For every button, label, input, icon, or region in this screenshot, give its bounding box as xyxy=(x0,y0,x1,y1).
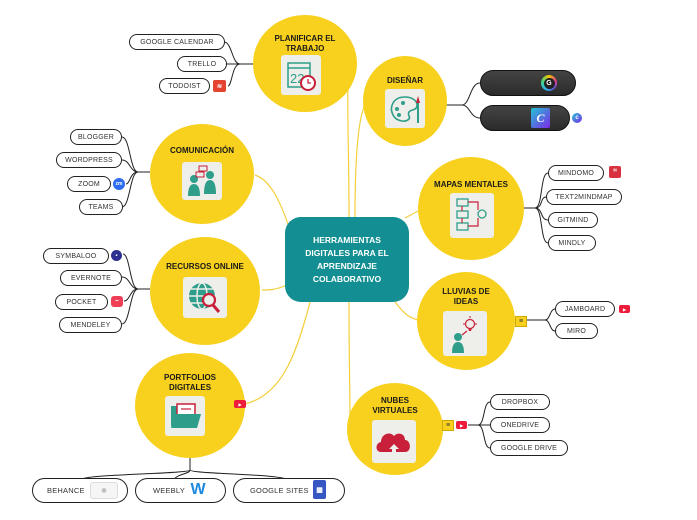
youtube-icon[interactable]: ▶ xyxy=(456,421,467,429)
branch-title: RECURSOS ONLINE xyxy=(166,262,244,271)
branch-nubes[interactable]: NUBES VIRTUALES xyxy=(347,383,443,475)
leaf-text2mindmap[interactable]: TEXT2MINDMAP xyxy=(546,189,622,205)
branch-title: MAPAS MENTALES xyxy=(434,180,508,189)
person-idea-icon xyxy=(443,311,487,356)
leaf-dropbox[interactable]: DROPBOX xyxy=(490,394,550,410)
pocket-logo-icon: ⌣ xyxy=(111,296,123,307)
zoom-logo-icon: zm xyxy=(113,178,125,190)
branch-title: LLUVIAS DE IDEAS xyxy=(442,287,490,306)
leaf-mindly[interactable]: MINDLY xyxy=(548,235,596,251)
leaf-google-sites[interactable]: GOOGLE SITES xyxy=(233,478,345,503)
central-topic-label: HERRAMIENTAS DIGITALES PARA EL APRENDIZA… xyxy=(305,234,389,284)
branch-portfolios[interactable]: PORTFOLIOS DIGITALES xyxy=(135,353,245,458)
leaf-zoom[interactable]: ZOOM xyxy=(67,176,111,192)
branch-title: PLANIFICAR EL TRABAJO xyxy=(274,34,336,53)
todoist-logo-icon: ≋ xyxy=(213,80,226,92)
leaf-symbaloo[interactable]: SYMBALOO xyxy=(43,248,109,264)
mindomo-logo-icon: ᴹ xyxy=(609,166,621,178)
cloud-upload-icon xyxy=(372,420,416,463)
canva-logo-icon: C xyxy=(531,108,550,128)
flowchart-icon xyxy=(450,193,494,238)
link-comunicacion xyxy=(254,174,291,231)
branch-lluvias[interactable]: LLUVIAS DE IDEAS xyxy=(417,272,515,370)
link-lluvias xyxy=(394,301,419,321)
branch-disenar[interactable]: DISEÑAR xyxy=(363,56,447,146)
leaf-wordpress[interactable]: WORDPRESS xyxy=(56,152,122,168)
branch-title: PORTFOLIOS DIGITALES xyxy=(164,373,216,392)
symbaloo-logo-icon: ▪ xyxy=(111,250,122,261)
leaf-label: GOOGLE SITES xyxy=(250,486,309,495)
link-recursos xyxy=(261,284,288,291)
leaf-gitmind[interactable]: GITMIND xyxy=(548,212,598,228)
calendar-clock-icon: 22 xyxy=(281,55,321,95)
leaf-label: GENIALLY xyxy=(499,79,535,87)
leaf-evernote[interactable]: EVERNOTE xyxy=(60,270,122,286)
leaf-label: CANVA xyxy=(499,114,524,122)
leaf-trello[interactable]: TRELLO xyxy=(177,56,227,72)
notes-icon[interactable]: ≡ xyxy=(515,316,527,327)
leaf-weebly[interactable]: WEEBLY xyxy=(135,478,226,503)
leaf-teams[interactable]: TEAMS xyxy=(79,199,123,215)
leaf-blogger[interactable]: BLOGGER xyxy=(70,129,122,145)
notes-icon[interactable]: ≡ xyxy=(442,420,454,431)
leaf-label: WEEBLY xyxy=(153,486,185,495)
branch-title: COMUNICACIÓN xyxy=(170,146,234,155)
branch-comunicacion[interactable]: COMUNICACIÓN xyxy=(150,124,254,224)
genially-logo-icon: G xyxy=(541,75,557,91)
google-sites-logo-icon: ▦ xyxy=(313,480,326,499)
leaf-todoist[interactable]: TODOIST xyxy=(159,78,210,94)
branch-recursos[interactable]: RECURSOS ONLINE xyxy=(150,237,260,345)
globe-search-icon xyxy=(183,277,227,318)
leaf-label: BEHANCE xyxy=(47,486,85,495)
palette-brush-icon xyxy=(385,89,425,128)
behance-logo-icon: ◉ xyxy=(90,482,118,499)
leaf-pocket[interactable]: POCKET xyxy=(55,294,108,310)
link-portfolios xyxy=(244,301,311,405)
leaf-google-drive[interactable]: GOOGLE DRIVE xyxy=(490,440,568,456)
youtube-icon[interactable]: ▶ xyxy=(234,400,246,408)
branch-title: DISEÑAR xyxy=(386,76,423,85)
weebly-logo-icon: W xyxy=(190,481,206,498)
branch-title: NUBES VIRTUALES xyxy=(372,396,418,415)
central-topic[interactable]: HERRAMIENTAS DIGITALES PARA EL APRENDIZA… xyxy=(285,217,409,302)
people-chat-icon xyxy=(182,162,222,200)
leaf-genially[interactable]: GENIALLY xyxy=(480,70,576,96)
leaf-mendeley[interactable]: MENDELEY xyxy=(59,317,122,333)
leaf-canva[interactable]: CANVA xyxy=(480,105,570,131)
branch-planificar[interactable]: PLANIFICAR EL TRABAJO 22 xyxy=(253,15,357,112)
youtube-icon[interactable]: ▶ xyxy=(619,305,630,313)
leaf-onedrive[interactable]: ONEDRIVE xyxy=(490,417,550,433)
leaf-jamboard[interactable]: JAMBOARD xyxy=(555,301,615,317)
leaf-miro[interactable]: MIRO xyxy=(555,323,598,339)
canva-small-logo-icon: c xyxy=(572,113,582,123)
leaf-mindomo[interactable]: MINDOMO xyxy=(548,165,604,181)
branch-mapas[interactable]: MAPAS MENTALES xyxy=(418,157,524,260)
folder-icon xyxy=(165,396,205,436)
leaf-google-calendar[interactable]: GOOGLE CALENDAR xyxy=(129,34,225,50)
